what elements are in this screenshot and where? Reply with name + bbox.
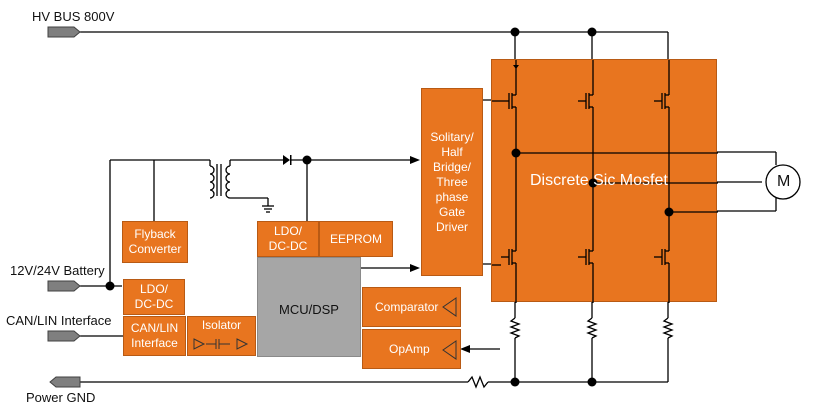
eeprom-block: EEPROM <box>319 221 393 257</box>
hv-bus-label: HV BUS 800V <box>32 9 115 24</box>
opamp-block: OpAmp <box>362 329 461 369</box>
motor-label: M <box>777 173 791 190</box>
ldo-dcdc-top-block: LDO/ DC-DC <box>257 221 319 257</box>
battery-label: 12V/24V Battery <box>10 263 105 278</box>
opamp-symbol-icon <box>442 340 457 360</box>
sic-mosfet-label: Discrete Sic Mosfet <box>530 172 668 189</box>
can-lin-interface-block: CAN/LIN Interface <box>123 316 186 356</box>
power-gnd-label: Power GND <box>26 390 96 405</box>
sic-mosfet-block <box>491 59 718 303</box>
isolator-label: Isolator <box>201 318 242 332</box>
opamp-label: OpAmp <box>389 342 430 356</box>
isolator-symbol-icon <box>193 338 249 350</box>
comparator-label: Comparator <box>375 300 439 314</box>
mcu-dsp-block: MCU/DSP <box>257 257 361 357</box>
comparator-symbol-icon <box>442 297 457 317</box>
gate-driver-block: Solitary/ Half Bridge/ Three phase Gate … <box>421 88 483 276</box>
flyback-converter-block: Flyback Converter <box>122 221 188 263</box>
comparator-block: Comparator <box>362 287 461 327</box>
ldo-dcdc-left-block: LDO/ DC-DC <box>123 279 185 315</box>
isolator-block: Isolator <box>187 316 256 356</box>
can-lin-label: CAN/LIN Interface <box>6 313 112 328</box>
